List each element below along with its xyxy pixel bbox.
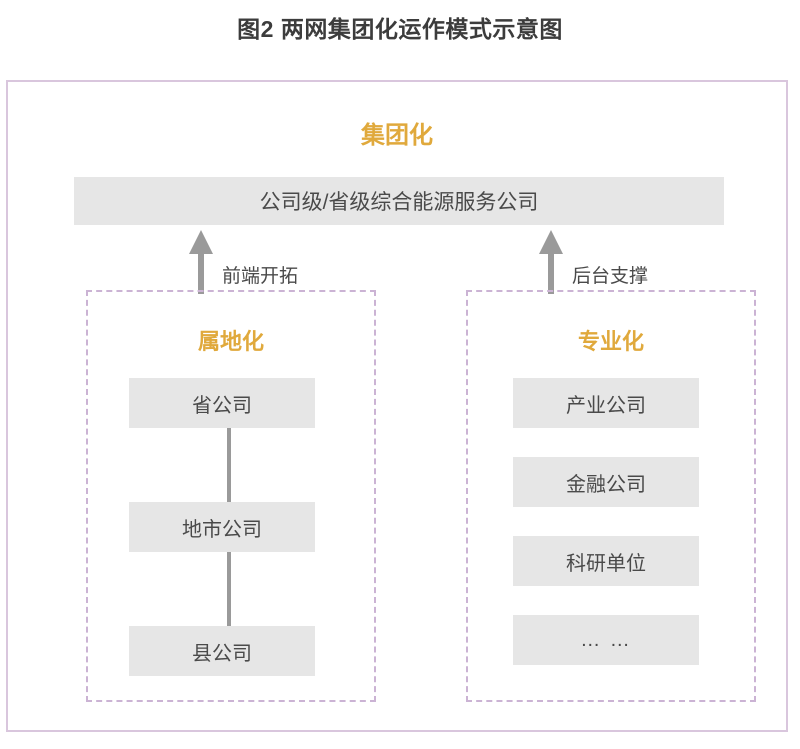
- node-box-top-company: 公司级/省级综合能源服务公司: [74, 177, 724, 225]
- node-label: 公司级/省级综合能源服务公司: [259, 191, 539, 214]
- node-label: 金融公司: [566, 473, 646, 496]
- arrow-label-back-office: 后台支撑: [572, 266, 649, 287]
- node-box-research-institute: 科研单位: [513, 536, 699, 586]
- node-label: 县公司: [192, 642, 252, 665]
- node-label: 产业公司: [566, 394, 646, 417]
- node-box-finance-company: 金融公司: [513, 457, 699, 507]
- node-box-provincial-company: 省公司: [129, 378, 315, 428]
- node-label: 科研单位: [566, 552, 646, 575]
- diagram-frame: 集团化 公司级/省级综合能源服务公司 前端开拓 后台支撑 属地化 省公司 地市公…: [6, 80, 788, 732]
- node-box-industry-company: 产业公司: [513, 378, 699, 428]
- arrow-label-front-end: 前端开拓: [222, 266, 299, 287]
- node-box-county-company: 县公司: [129, 626, 315, 676]
- node-box-city-company: 地市公司: [129, 502, 315, 552]
- group-heading-label: 集团化: [361, 122, 433, 149]
- connector-line: [227, 420, 231, 544]
- arrow-up-icon: [189, 230, 213, 294]
- connector-line: [227, 540, 231, 664]
- node-label: 地市公司: [182, 518, 262, 541]
- node-label: … …: [580, 628, 632, 651]
- node-box-more-items: … …: [513, 615, 699, 665]
- arrow-up-icon: [539, 230, 563, 294]
- page-title: 图2 两网集团化运作模式示意图: [237, 16, 563, 42]
- panel-heading-localization: 属地化: [197, 329, 264, 354]
- panel-localization: 属地化 省公司 地市公司 县公司: [86, 290, 376, 702]
- panel-heading-specialization: 专业化: [577, 329, 644, 354]
- node-label: 省公司: [192, 394, 252, 417]
- panel-specialization: 专业化 产业公司 金融公司 科研单位 … …: [466, 290, 756, 702]
